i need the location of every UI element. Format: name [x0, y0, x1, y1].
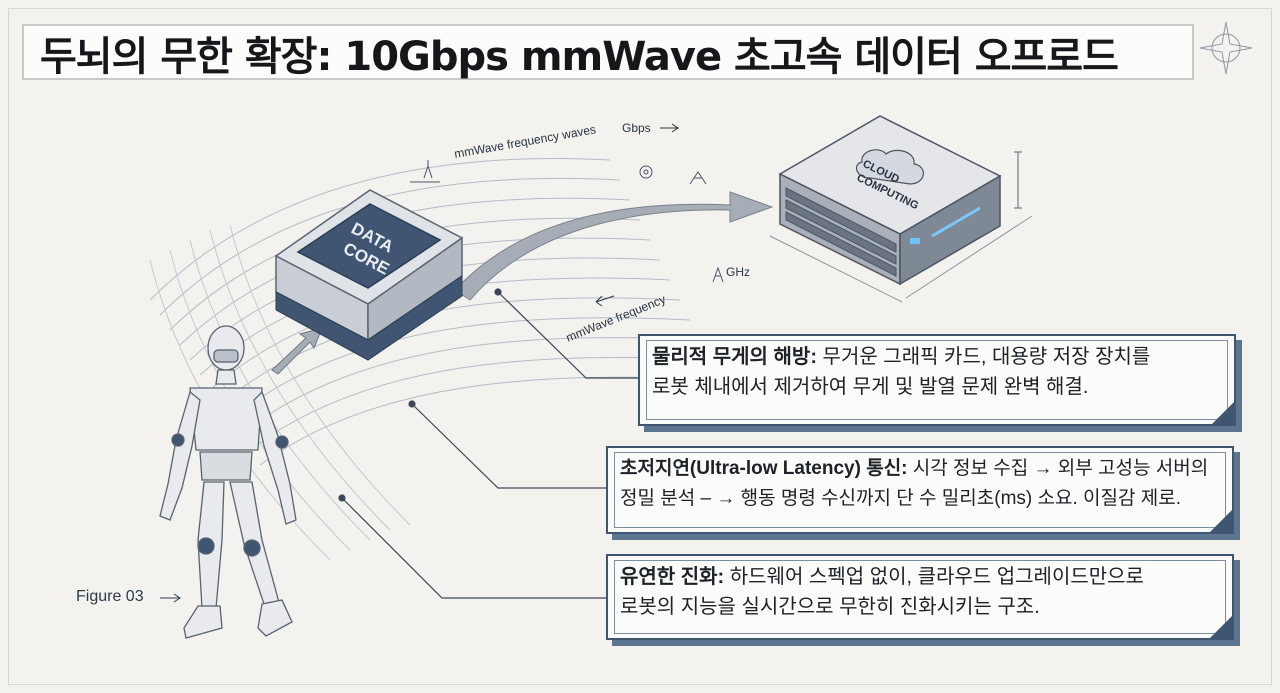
wave-label-top: mmWave frequency waves	[453, 122, 597, 161]
figure-pointer-arrow	[160, 593, 181, 603]
leader-lines	[338, 288, 640, 599]
cloud-server: CLOUD COMPUTING	[769, 115, 1033, 303]
callout-line2: 정밀 분석 – → 행동 명령 수신까지 단 수 밀리초(ms) 소요. 이질감…	[620, 488, 1181, 509]
callout-inner-border	[646, 340, 1228, 420]
callout-heading: 초저지연(Ultra-low Latency) 통신:	[620, 458, 908, 479]
page-title: 두뇌의 무한 확장: 10Gbps mmWave 초고속 데이터 오프로드	[40, 34, 1119, 80]
callout-heading: 유연한 진화:	[620, 566, 725, 588]
humanoid-robot	[159, 325, 297, 639]
callout-text: 초저지연(Ultra-low Latency) 통신: 시각 정보 수집 → 외…	[620, 454, 1222, 514]
callout-line1: 무거운 그래픽 카드, 대용량 저장 장치를	[816, 346, 1151, 368]
satellite-icon	[689, 171, 707, 185]
callout-inner-border	[614, 452, 1226, 528]
callout-line2: 로봇의 지능을 실시간으로 무한히 진화시키는 구조.	[620, 596, 1040, 618]
compass-icon	[1199, 21, 1253, 75]
antenna-icon	[410, 160, 440, 183]
callout-corner	[1210, 616, 1232, 638]
title-banner: 두뇌의 무한 확장: 10Gbps mmWave 초고속 데이터 오프로드	[22, 18, 1194, 80]
figure-label: Figure 03	[76, 588, 144, 605]
page-frame	[8, 8, 1272, 685]
callout-text: 물리적 무게의 해방: 무거운 그래픽 카드, 대용량 저장 장치를 로봇 체내…	[652, 342, 1224, 402]
callout-weight-relief: 물리적 무게의 해방: 무거운 그래픽 카드, 대용량 저장 장치를 로봇 체내…	[638, 334, 1236, 426]
callout-heading: 물리적 무게의 해방:	[652, 346, 817, 368]
callout-line2: 로봇 체내에서 제거하여 무게 및 발열 문제 완벽 해결.	[652, 376, 1089, 398]
callout-corner	[1212, 402, 1234, 424]
robot-uplink-arrow	[271, 327, 323, 375]
arrow-left-icon	[595, 295, 615, 307]
callout-line1: 시각 정보 수집 → 외부 고성능 서버의	[907, 458, 1209, 479]
callout-low-latency: 초저지연(Ultra-low Latency) 통신: 시각 정보 수집 → 외…	[606, 446, 1234, 534]
callout-corner	[1210, 510, 1232, 532]
callout-line1: 하드웨어 스펙업 없이, 클라우드 업그레이드만으로	[724, 566, 1144, 588]
arrow-right-icon	[660, 123, 679, 133]
status-led	[910, 238, 920, 244]
callout-text: 유연한 진화: 하드웨어 스펙업 없이, 클라우드 업그레이드만으로 로봇의 지…	[620, 562, 1222, 622]
data-core-box: DATA CORE	[274, 189, 464, 361]
data-flow-arrow	[454, 191, 774, 301]
title-background	[22, 24, 1194, 80]
callout-flexible-evolution: 유연한 진화: 하드웨어 스펙업 없이, 클라우드 업그레이드만으로 로봇의 지…	[606, 554, 1234, 640]
signal-icon	[639, 165, 653, 179]
wave-label-bottom-unit: GHz	[726, 265, 750, 279]
tower-icon	[712, 266, 724, 283]
callout-inner-border	[614, 560, 1226, 634]
wave-label-top-unit: Gbps	[622, 121, 651, 135]
cloud-icon	[855, 149, 924, 185]
